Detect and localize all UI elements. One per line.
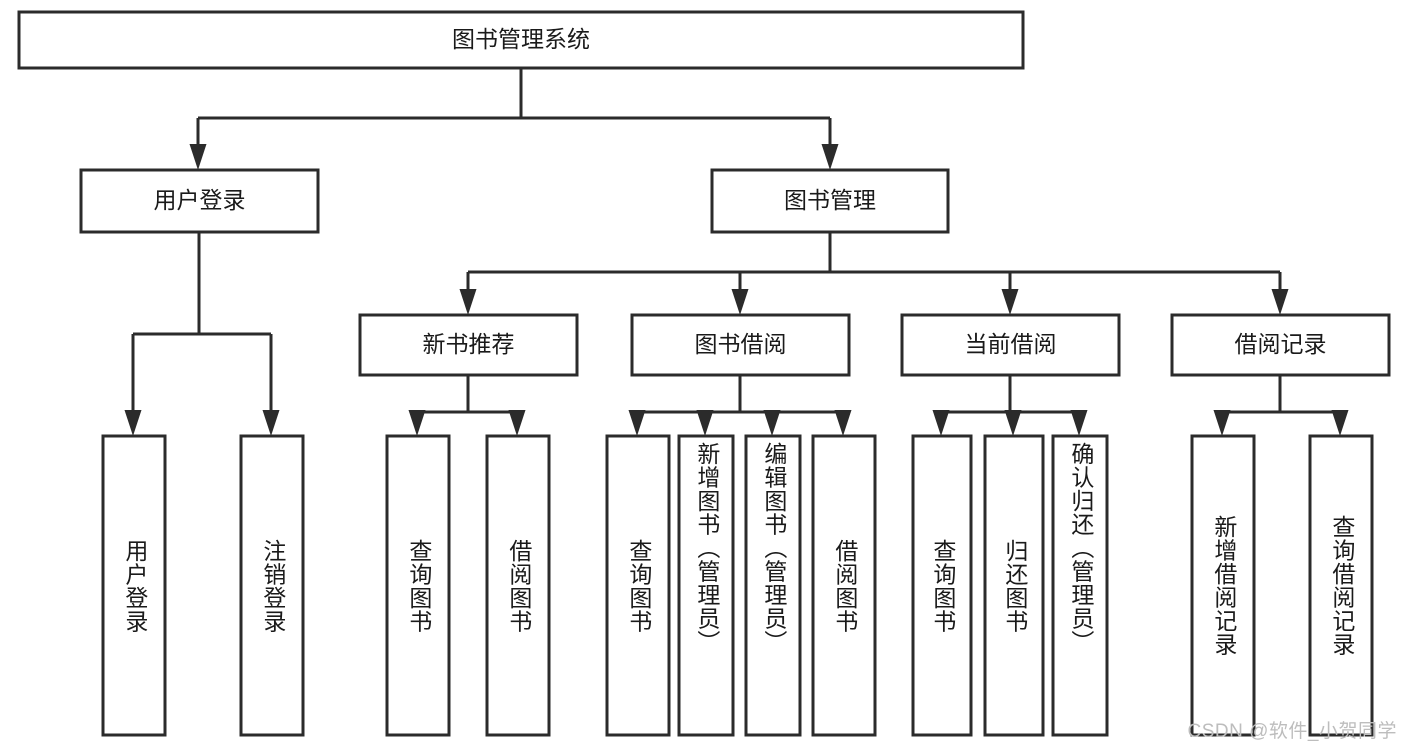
node-box-leaf-add-borrow-record[interactable] — [1190, 434, 1256, 737]
node-box-leaf-query-book-current[interactable] — [911, 434, 973, 737]
node-box-new-book-recommend[interactable] — [358, 313, 579, 377]
conn-new-book-recommend-bus — [408, 375, 526, 436]
node-box-leaf-confirm-return[interactable] — [1051, 434, 1109, 737]
node-box-current-borrow[interactable] — [900, 313, 1121, 377]
conn-current-borrow-bus — [932, 375, 1088, 436]
conn-book-management-bus — [459, 232, 1289, 315]
node-box-leaf-borrow-book-recommend[interactable] — [485, 434, 551, 737]
node-box-leaf-query-borrow-record[interactable] — [1308, 434, 1374, 737]
node-label-book-borrow: 图书借阅 — [695, 331, 787, 357]
node-box-leaf-add-book[interactable] — [677, 434, 735, 737]
node-label-borrow-record: 借阅记录 — [1235, 331, 1327, 357]
conn-user-login-bus — [124, 232, 280, 436]
conn-borrow-record-bus — [1213, 375, 1349, 436]
node-box-user-login[interactable] — [79, 168, 320, 234]
connector-layer — [124, 68, 1349, 436]
node-box-book-borrow[interactable] — [630, 313, 851, 377]
node-layer — [17, 10, 1391, 737]
node-box-leaf-logout[interactable] — [239, 434, 305, 737]
conn-root-bus — [189, 68, 839, 170]
conn-book-borrow-bus — [628, 375, 852, 436]
node-label-root: 图书管理系统 — [452, 26, 590, 52]
node-box-leaf-query-book-borrow[interactable] — [605, 434, 671, 737]
node-label-current-borrow: 当前借阅 — [965, 331, 1057, 357]
node-box-borrow-record[interactable] — [1170, 313, 1391, 377]
watermark-text: CSDN @软件_小贺同学 — [1187, 721, 1397, 742]
node-box-book-management[interactable] — [710, 168, 950, 234]
node-label-new-book-recommend: 新书推荐 — [423, 331, 515, 357]
node-box-leaf-return-book[interactable] — [983, 434, 1045, 737]
node-box-root[interactable] — [17, 10, 1025, 70]
node-label-book-management: 图书管理 — [784, 187, 876, 213]
node-box-leaf-query-book-recommend[interactable] — [385, 434, 451, 737]
node-box-leaf-borrow-book[interactable] — [811, 434, 877, 737]
node-box-leaf-user-login[interactable] — [101, 434, 167, 737]
node-box-leaf-edit-book[interactable] — [744, 434, 802, 737]
node-label-user-login: 用户登录 — [154, 187, 246, 213]
